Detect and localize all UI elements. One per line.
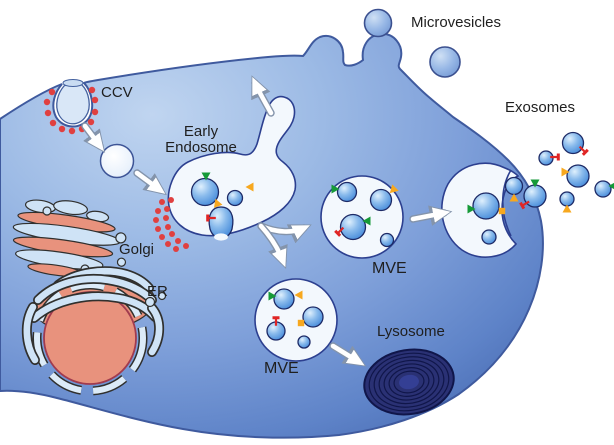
multivesicular-endosome-lower: [254, 278, 338, 362]
lysosome-label: Lysosome: [377, 323, 445, 340]
early-endosome: [153, 95, 297, 252]
early-endosome-label: Early Endosome: [165, 123, 237, 156]
exosome: [561, 131, 585, 155]
endosome-cargo-vesicle: [226, 189, 244, 207]
clathrin-coat-dots-icon: [43, 86, 99, 135]
ccv-pit-opening: [62, 79, 84, 87]
golgi-transport-vesicle: [42, 206, 52, 216]
microvesicle: [429, 46, 461, 78]
mve-upper-label: MVE: [372, 260, 407, 277]
arrow-recycling-to-membrane: [251, 75, 275, 117]
exosomes-label: Exosomes: [505, 99, 576, 116]
endosome-cargo-vesicle: [190, 177, 220, 207]
endoplasmic-reticulum: [21, 266, 167, 396]
golgi-label: Golgi: [119, 241, 155, 258]
clathrin-coated-vesicle: [43, 79, 99, 135]
cargo-marker-orange-square-icon: [498, 207, 506, 215]
mve-lower-label: MVE: [264, 360, 299, 377]
mve-plasma-membrane-fusion: [441, 162, 547, 258]
exosomes-group: [538, 131, 614, 213]
exosome: [559, 191, 575, 207]
arrow-ccv-to-vesicle: [81, 122, 106, 153]
fusion-pore-arc: [502, 169, 512, 237]
ccv-pit-lumen: [56, 82, 90, 125]
lysosome: [363, 348, 455, 416]
exosome: [594, 180, 612, 198]
multivesicular-endosome-upper: [320, 175, 404, 259]
bilayered-coat-dots-icon: [153, 197, 189, 252]
arrow-mve-to-fusion: [409, 205, 453, 226]
arrow-vesicle-to-endosome: [133, 169, 167, 196]
endocytic-vesicle: [99, 143, 135, 179]
microvesicle: [363, 8, 393, 38]
arrow-mve-to-lysosome: [329, 342, 367, 367]
microvesicles-label: Microvesicles: [411, 14, 502, 31]
cargo-marker-orange-square-icon: [297, 319, 305, 327]
ccv-label: CCV: [101, 84, 133, 101]
er-label: ER: [147, 283, 168, 300]
arrow-endosome-to-mve-lower: [257, 222, 288, 269]
inward-budding-vesicle: [208, 206, 234, 239]
exosome: [566, 164, 590, 188]
